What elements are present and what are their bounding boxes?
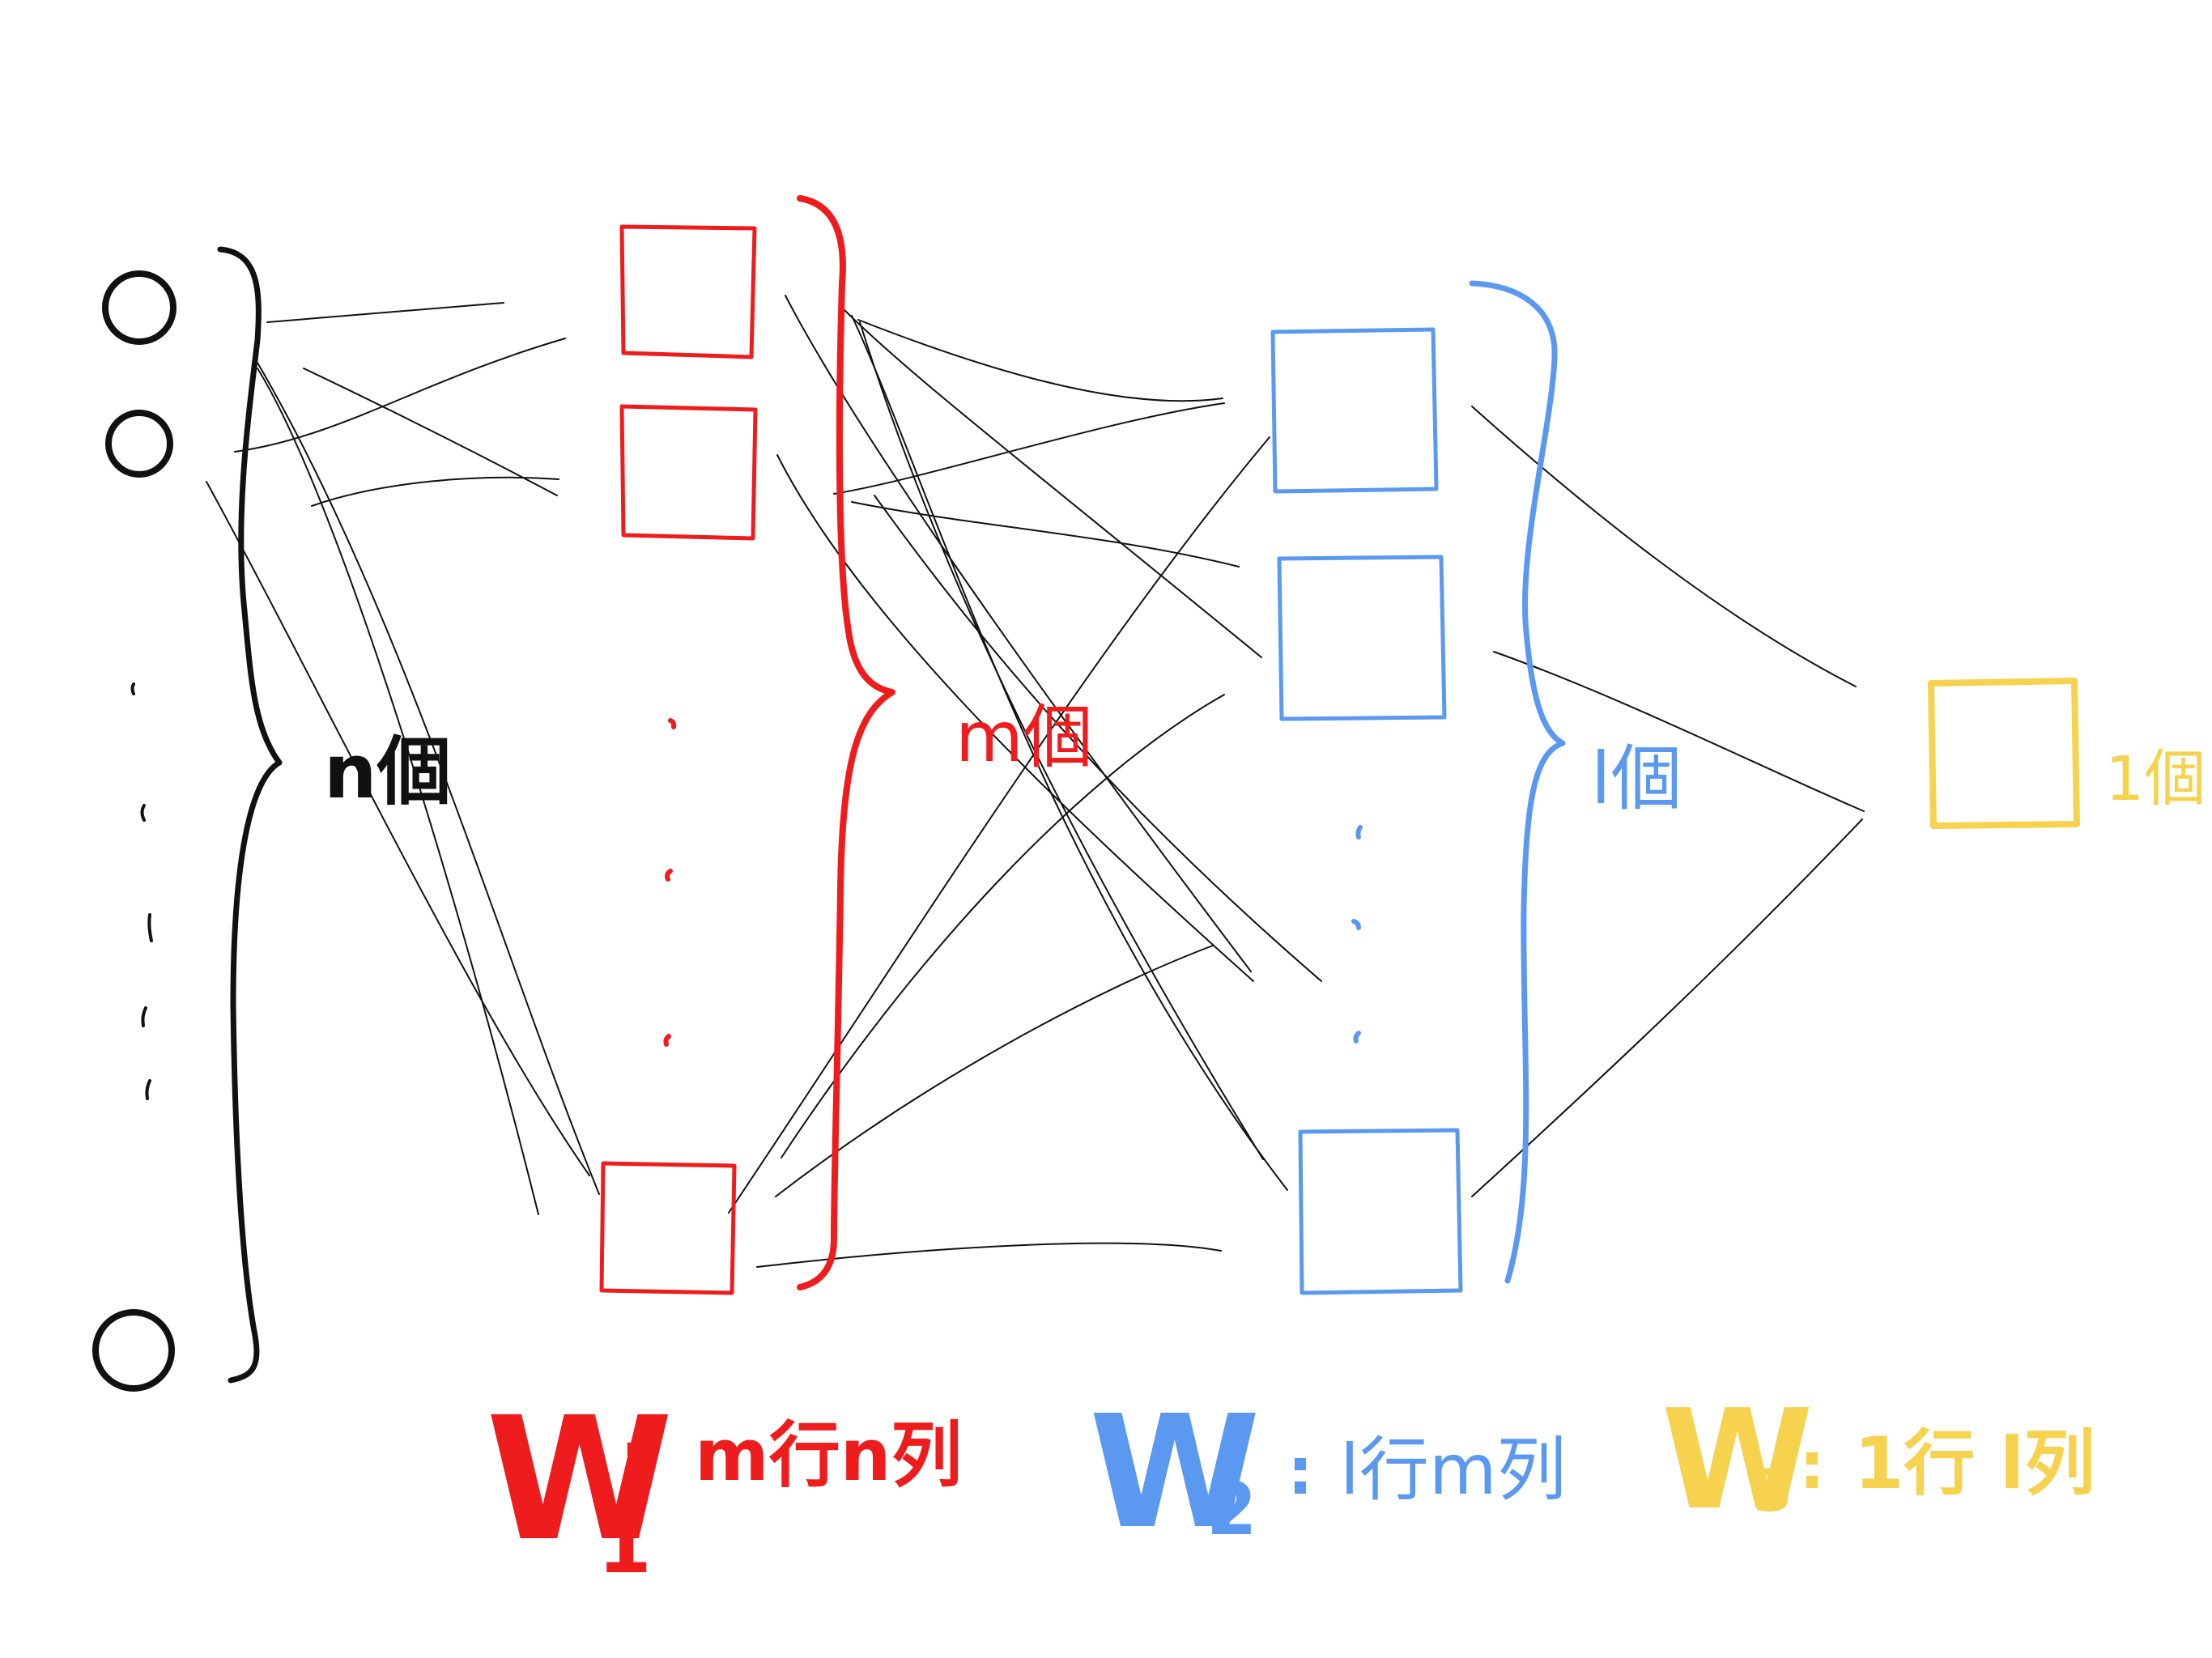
connection-line — [1471, 818, 1863, 1197]
hidden1-node-1 — [619, 224, 757, 359]
output-layer — [1928, 678, 2080, 829]
connection-line — [257, 362, 600, 1195]
connection-line — [781, 694, 1225, 1158]
hidden1-ellipsis — [663, 718, 677, 1047]
connection-line — [857, 319, 1223, 402]
connection-line — [1493, 651, 1865, 812]
w1-shape-label: m行n列 — [695, 1414, 962, 1497]
w3-shape-label: 1行 l列 — [1854, 1422, 2095, 1505]
w2-annotation: W 2 : l行m列 — [1089, 1383, 1567, 1563]
connection-line — [303, 368, 558, 496]
hidden1-bracket — [797, 195, 895, 1290]
w1-separator: : — [619, 1415, 648, 1499]
hidden2-count-label: l個 — [1591, 737, 1682, 820]
w2-separator: : — [1287, 1434, 1313, 1509]
w1-subscript: 1 — [598, 1500, 652, 1591]
connection-line — [1471, 406, 1857, 687]
w3-separator: : — [1799, 1428, 1825, 1503]
connection-line — [206, 481, 590, 1176]
input-node-1 — [102, 270, 177, 345]
hidden2-bracket — [1469, 280, 1566, 1284]
connection-line — [266, 302, 504, 323]
hidden-layer-2 — [1270, 280, 1566, 1295]
connection-line — [859, 321, 1264, 1160]
w1-symbol: W — [486, 1380, 674, 1579]
hidden2-node-l — [1298, 1128, 1463, 1295]
hidden2-ellipsis — [1351, 825, 1363, 1044]
connection-line — [851, 501, 1240, 568]
connection-lines — [206, 295, 1865, 1268]
input-ellipsis — [130, 682, 153, 1100]
w1-annotation: W 1 : m行n列 — [486, 1380, 962, 1591]
hidden2-node-2 — [1277, 555, 1447, 721]
connection-line — [728, 436, 1270, 1214]
connection-line — [841, 307, 1262, 658]
connection-line — [234, 338, 566, 453]
w2-symbol: W — [1089, 1383, 1261, 1563]
w3-annotation: W 3 : 1行 l列 — [1661, 1380, 2095, 1541]
connection-line — [257, 368, 539, 1215]
hidden1-node-2 — [619, 404, 758, 541]
connection-line — [833, 402, 1225, 495]
connection-line — [775, 945, 1214, 1197]
hidden1-count-label: m個 — [955, 697, 1093, 778]
w2-subscript: 2 — [1206, 1467, 1257, 1552]
input-node-2 — [105, 410, 173, 478]
connection-line — [776, 454, 1254, 982]
w3-subscript: 3 — [1753, 1458, 1793, 1524]
input-layer — [92, 246, 283, 1392]
w3-symbol: W — [1661, 1380, 1814, 1541]
connection-line — [874, 495, 1322, 982]
hidden2-node-1 — [1270, 327, 1439, 494]
input-bracket — [217, 246, 283, 1384]
output-node — [1928, 678, 2080, 829]
input-node-n — [92, 1309, 175, 1392]
connection-line — [785, 295, 1252, 972]
hidden1-node-m — [599, 1161, 737, 1295]
connection-line — [851, 315, 1288, 1191]
input-count-label: n個 — [324, 729, 452, 815]
hidden-layer-1 — [599, 195, 895, 1295]
output-count-label: 1個 — [2105, 742, 2206, 814]
w2-shape-label: l行m列 — [1340, 1430, 1567, 1511]
connection-line — [311, 476, 559, 507]
